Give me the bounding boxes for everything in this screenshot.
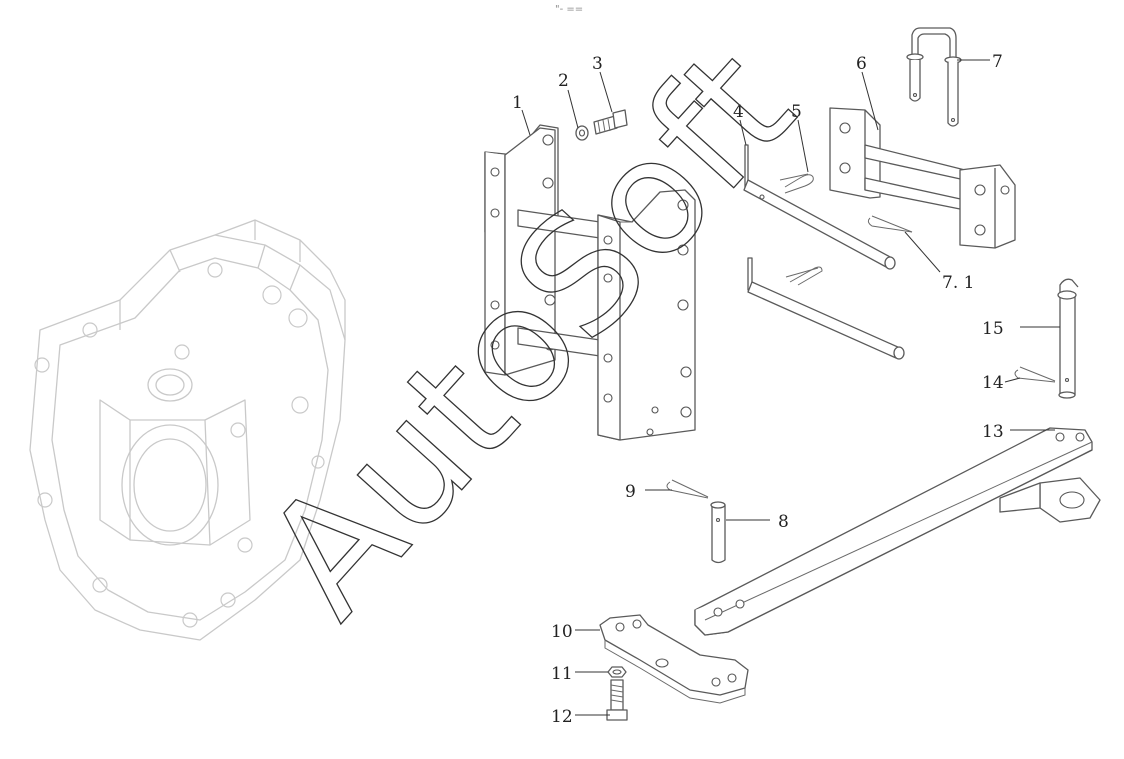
callout-15: 15 bbox=[982, 319, 1004, 339]
callouts: 1 2 3 4 5 6 7 7. 1 8 9 10 11 12 13 14 15 bbox=[512, 52, 1004, 727]
callout-14: 14 bbox=[982, 373, 1004, 393]
part-2-washer bbox=[575, 125, 589, 141]
part-5-r-clip bbox=[779, 173, 814, 194]
callout-7-1: 7. 1 bbox=[942, 273, 974, 293]
part-14-linch-pin bbox=[1014, 366, 1056, 383]
part-7-u-pin bbox=[906, 27, 962, 127]
part-1-frame-bracket bbox=[484, 124, 696, 441]
callout-6: 6 bbox=[856, 54, 867, 74]
callout-8: 8 bbox=[778, 512, 789, 532]
callout-9: 9 bbox=[625, 482, 636, 502]
part-8-pin bbox=[710, 501, 726, 564]
leader-lines bbox=[521, 59, 1060, 716]
part-9-linch-pin bbox=[666, 479, 709, 499]
transmission-housing-ghost bbox=[29, 219, 346, 641]
part-12-bolt bbox=[606, 679, 628, 721]
callout-13: 13 bbox=[982, 422, 1004, 442]
part-3-bolt bbox=[593, 109, 628, 135]
callout-11: 11 bbox=[551, 664, 573, 684]
part-6-hitch-block bbox=[829, 107, 1016, 249]
part-11-nut bbox=[607, 666, 627, 678]
part-4-pin-upper bbox=[743, 144, 896, 270]
part-13-drawbar bbox=[694, 427, 1101, 636]
callout-12: 12 bbox=[551, 707, 573, 727]
callout-7: 7 bbox=[992, 52, 1003, 72]
part-7-1-linch-pin bbox=[867, 215, 913, 233]
top-marker: "- == bbox=[555, 4, 583, 15]
drawbar-pin-lower bbox=[747, 257, 905, 360]
callout-2: 2 bbox=[558, 71, 569, 91]
callout-5: 5 bbox=[791, 102, 802, 122]
part-10-bracket-plate bbox=[599, 614, 749, 704]
callout-3: 3 bbox=[592, 54, 603, 74]
callout-10: 10 bbox=[551, 622, 573, 642]
callout-1: 1 bbox=[512, 93, 523, 113]
callout-4: 4 bbox=[733, 102, 744, 122]
watermark: AutoSoft bbox=[229, 15, 828, 651]
part-15-handle-pin bbox=[1057, 278, 1079, 399]
